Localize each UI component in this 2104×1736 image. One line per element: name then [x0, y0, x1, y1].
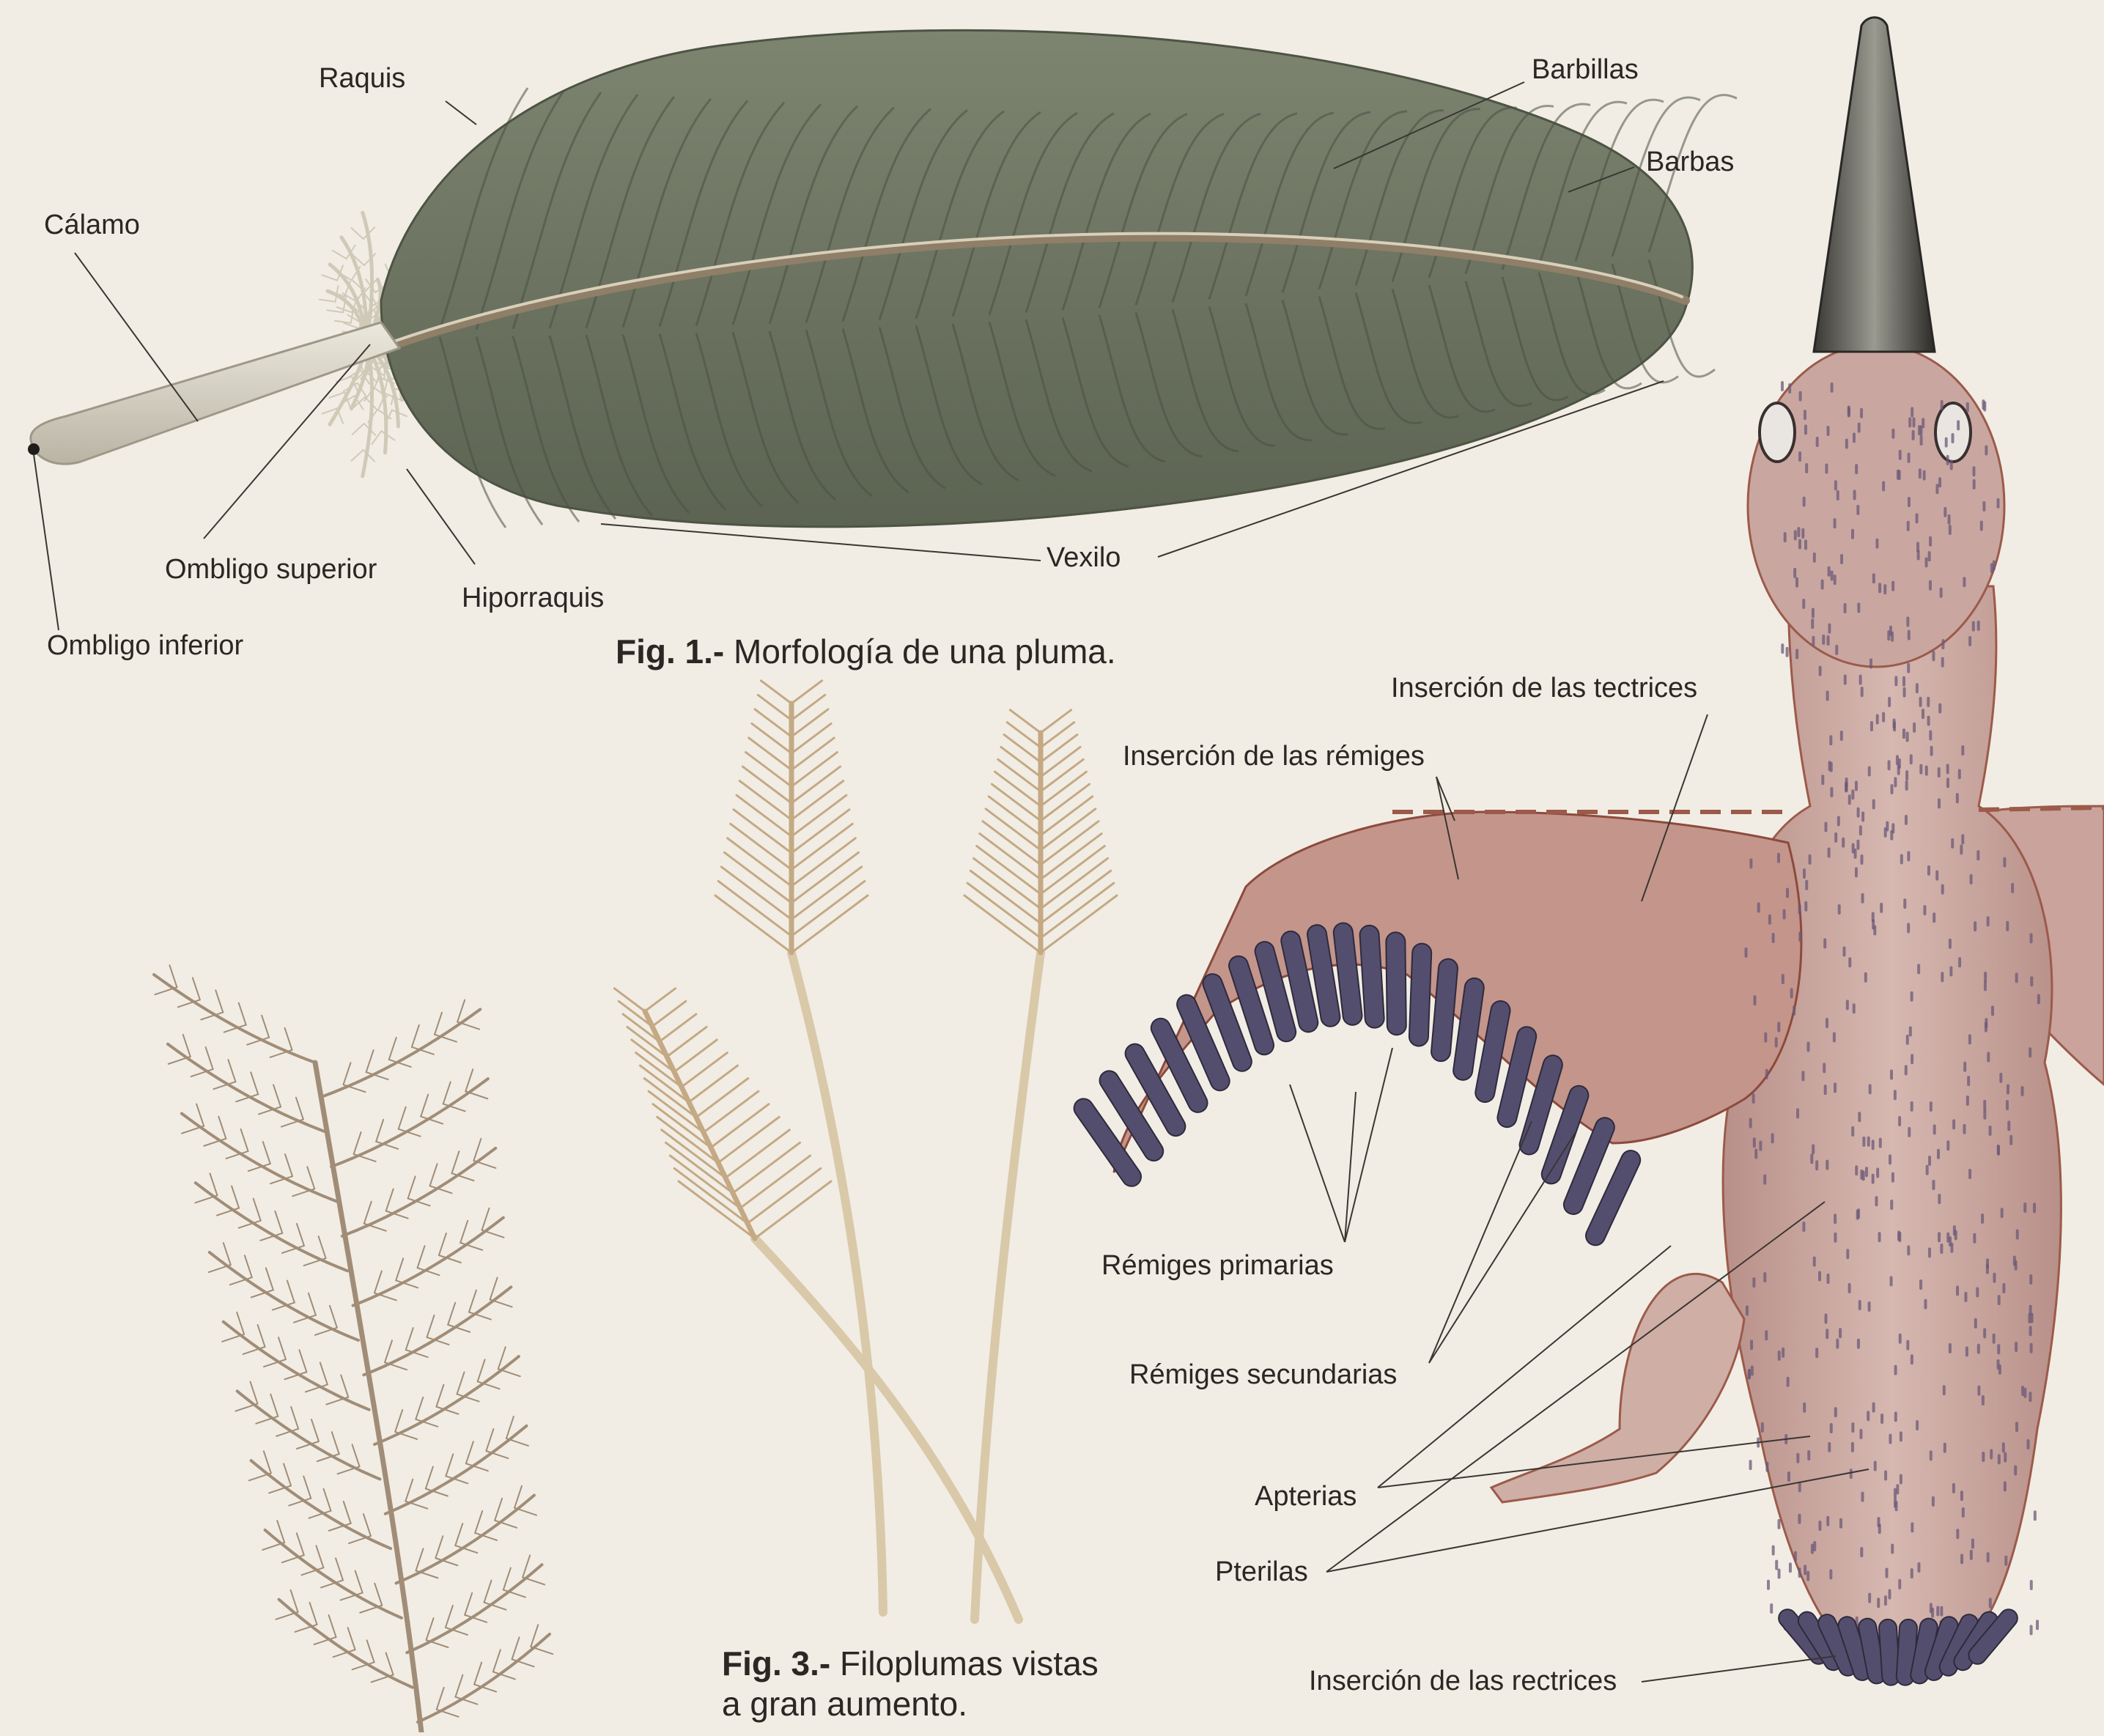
down-feather-figure: [154, 965, 553, 1732]
fig3-caption-number: Fig. 3.-: [722, 1644, 830, 1683]
fig1-caption-text: Morfología de una pluma.: [734, 632, 1116, 671]
label-insercion-remiges: Inserción de las rémiges: [1123, 742, 1425, 770]
bird-eye-left: [1760, 403, 1795, 462]
label-remiges-secundarias: Rémiges secundarias: [1129, 1361, 1397, 1389]
label-pterilas: Pterilas: [1215, 1558, 1308, 1586]
fig3-caption: Fig. 3.- Filoplumas vistas a gran aument…: [722, 1644, 1099, 1724]
label-calamo: Cálamo: [44, 211, 140, 239]
label-raquis: Raquis: [319, 64, 405, 92]
fig1-caption-number: Fig. 1.-: [616, 632, 724, 671]
label-hiporraquis: Hiporraquis: [462, 584, 604, 612]
label-remiges-primarias: Rémiges primarias: [1101, 1252, 1334, 1279]
feather-figure: [28, 30, 1737, 528]
label-ombligo-superior: Ombligo superior: [165, 555, 377, 583]
label-barbillas: Barbillas: [1532, 56, 1639, 84]
bird-beak: [1814, 18, 1935, 352]
label-insercion-rectrices: Inserción de las rectrices: [1309, 1667, 1617, 1695]
fig1-caption: Fig. 1.- Morfología de una pluma.: [616, 632, 1116, 672]
filoplumes-figure: [614, 681, 1117, 1619]
fig3-caption-line1: Filoplumas vistas: [840, 1644, 1099, 1683]
label-barbas: Barbas: [1646, 148, 1734, 176]
bird-eye-right: [1935, 403, 1971, 462]
bird-head: [1748, 344, 2004, 667]
label-vexilo: Vexilo: [1047, 544, 1121, 572]
label-ombligo-inferior: Ombligo inferior: [47, 632, 243, 660]
bird-left-leg: [1491, 1274, 1744, 1502]
fig3-caption-line2: a gran aumento.: [722, 1684, 1099, 1724]
label-apterias: Apterias: [1255, 1482, 1356, 1510]
label-insercion-tectrices: Inserción de las tectrices: [1391, 674, 1697, 702]
